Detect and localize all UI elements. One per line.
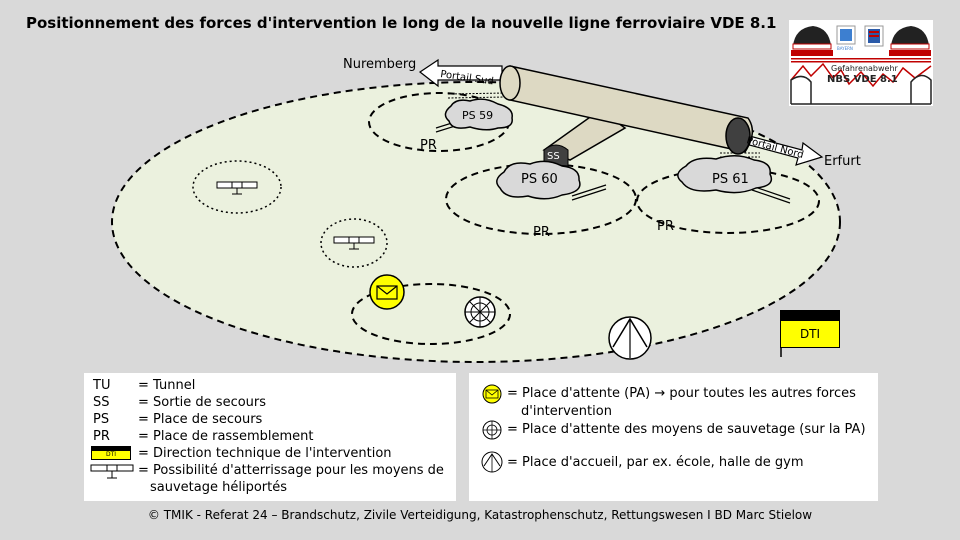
staging-area-zone: [351, 283, 511, 345]
legend-row-pa-cont: d'intervention: [521, 404, 612, 419]
legend-abbreviations: TU = Tunnel SS = Sortie de secours PS = …: [84, 373, 456, 501]
ps60-zone: [445, 163, 637, 235]
mountain-tunnel-icon: [790, 62, 932, 105]
ps60-label: PS 60: [521, 172, 558, 187]
svg-text:BAYERN: BAYERN: [837, 46, 853, 51]
helipad-zone-2: [320, 218, 388, 268]
page-title: Positionnement des forces d'intervention…: [26, 14, 777, 32]
dti-legend-icon: DTI: [91, 446, 131, 460]
staging-area-icon: [369, 274, 405, 310]
rescue-staging-icon: [482, 420, 502, 440]
ps59-label: PS 59: [462, 109, 493, 122]
dti-flag: DTI: [780, 310, 840, 348]
pr-label-1: PR: [420, 138, 437, 153]
logo-line2: NBS VDE 8.1: [827, 74, 898, 85]
pr-label-3: PR: [657, 219, 674, 234]
thuringia-crest-icon: [864, 25, 884, 47]
operation-area: [111, 81, 841, 363]
logo-line1: Gefahrenabwehr: [831, 64, 899, 73]
logo: BAYERN Gefahrenabwehr NBS VDE 8.1: [789, 20, 933, 106]
helipad-icon: [90, 464, 134, 479]
train-icon: [889, 26, 931, 56]
pr-label-2: PR: [533, 225, 550, 240]
train-icon: [791, 26, 833, 56]
ps60-place: [496, 160, 581, 200]
legend-symbols: = Place d'attente (PA) → pour toutes les…: [469, 373, 878, 501]
emergency-exit-tunnel: [542, 109, 627, 167]
main-tunnel: [499, 65, 754, 155]
reception-icon: [608, 316, 652, 360]
helipad-icon: [333, 236, 375, 250]
railway-track: [447, 92, 760, 158]
staging-area-icon: [482, 384, 502, 404]
helipad-icon: [216, 181, 258, 195]
logo-graphic: BAYERN Gefahrenabwehr NBS VDE 8.1: [790, 25, 932, 105]
footer-credit: © TMIK - Referat 24 – Brandschutz, Zivil…: [147, 508, 813, 522]
ss-label: SS: [547, 151, 560, 162]
bavaria-crest-icon: BAYERN: [836, 25, 856, 51]
rescue-staging-icon: [464, 296, 496, 328]
dti-label: DTI: [799, 327, 821, 341]
ps61-label: PS 61: [712, 172, 749, 187]
nuremberg-label: Nuremberg: [343, 57, 416, 72]
helipad-zone-1: [192, 160, 282, 214]
reception-icon: [481, 451, 503, 473]
ps61-place: [677, 155, 773, 194]
erfurt-label: Erfurt: [824, 154, 861, 169]
ps59-place: [444, 98, 513, 131]
